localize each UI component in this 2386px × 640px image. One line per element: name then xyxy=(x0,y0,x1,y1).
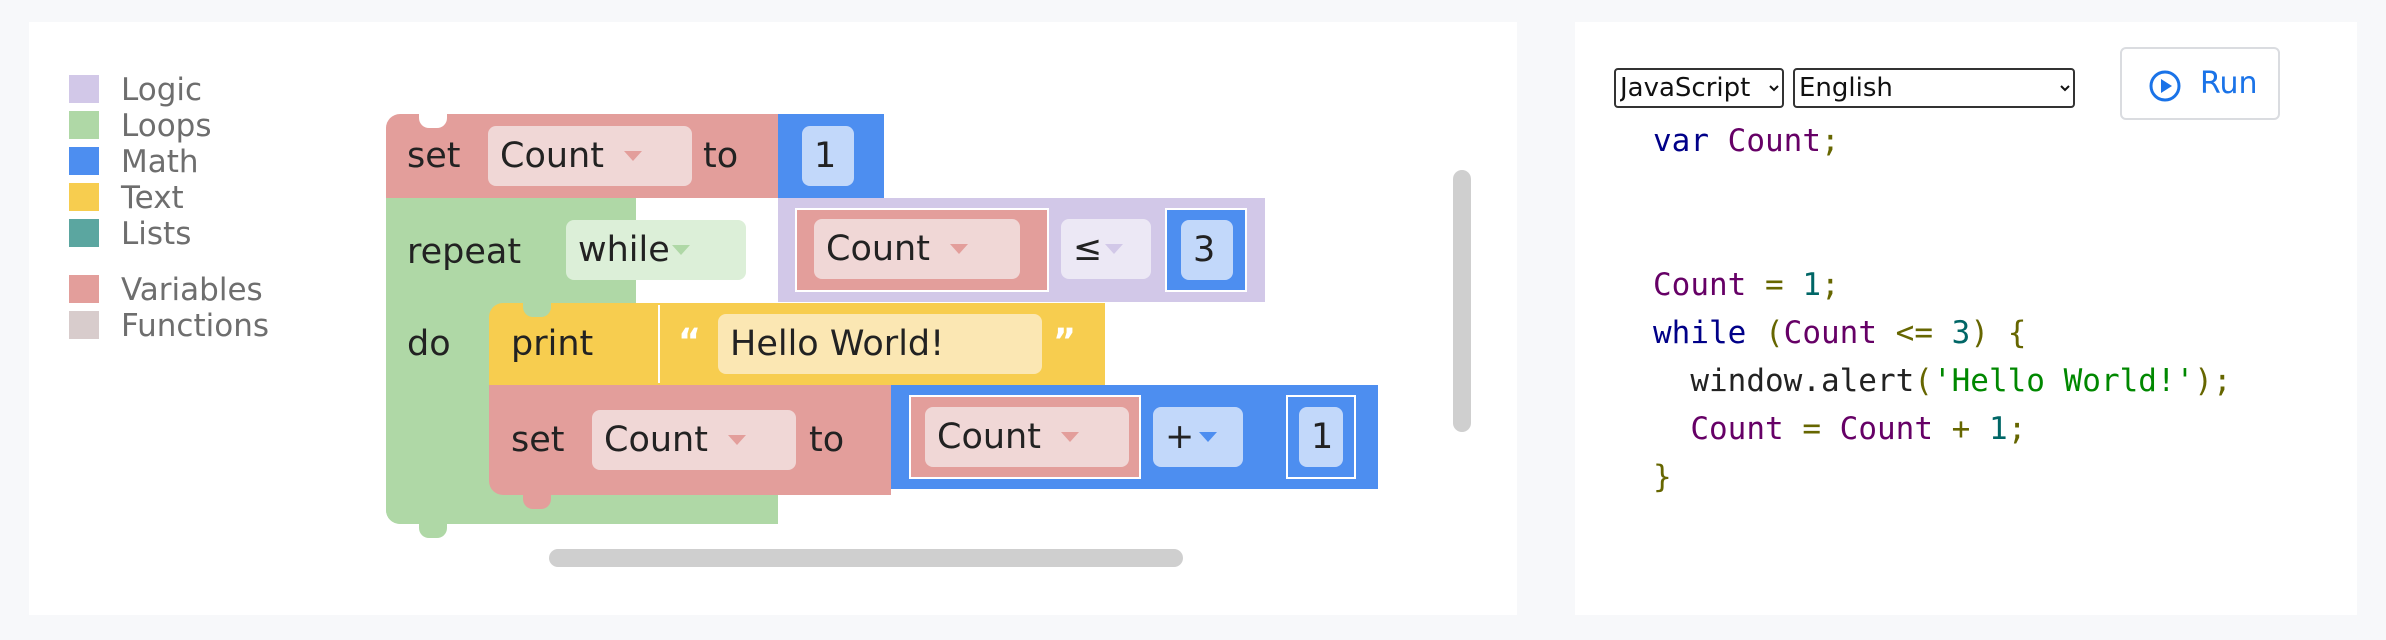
category-label: Loops xyxy=(121,108,212,144)
code-line: } xyxy=(1653,459,1672,495)
to-keyword: to xyxy=(703,136,739,176)
category-label: Functions xyxy=(121,308,270,344)
run-label: Run xyxy=(2200,66,2258,101)
loops-swatch xyxy=(69,111,99,139)
math-swatch xyxy=(69,147,99,175)
set2-bottom-notch xyxy=(523,495,551,509)
arithmetic-number-field[interactable]: 1 xyxy=(1299,407,1343,467)
number-value: 1 xyxy=(814,136,837,176)
open-quote-icon: “ xyxy=(678,322,702,362)
set-top-notch xyxy=(419,114,447,128)
print-keyword: print xyxy=(511,324,594,364)
code-line: window.alert('Hello World!'); xyxy=(1653,363,2232,399)
number-value: 1 xyxy=(1311,417,1334,457)
category-label: Variables xyxy=(121,272,263,308)
category-label: Text xyxy=(121,180,184,216)
repeat-mode-label: while xyxy=(578,230,670,270)
run-button[interactable]: Run xyxy=(2120,47,2280,120)
variable-label: Count xyxy=(604,420,708,460)
play-icon xyxy=(2149,70,2181,102)
horizontal-scrollbar[interactable] xyxy=(549,549,1183,567)
compare-number-field[interactable]: 3 xyxy=(1181,220,1233,280)
close-quote-icon: ” xyxy=(1053,322,1077,362)
code-line xyxy=(1653,165,2232,213)
chevron-down-icon xyxy=(672,245,690,255)
lists-swatch xyxy=(69,219,99,247)
code-line: var Count; xyxy=(1653,123,1840,159)
code-line xyxy=(1653,213,2232,261)
print-top-notch xyxy=(523,303,551,317)
variables-swatch xyxy=(69,275,99,303)
code-panel: JavaScript English Run var Count; Count … xyxy=(1575,22,2357,615)
category-label: Lists xyxy=(121,216,192,252)
code-line: Count = 1; xyxy=(1653,267,1840,303)
operator-label: + xyxy=(1165,417,1195,457)
number-value: 3 xyxy=(1193,230,1216,270)
text-block[interactable] xyxy=(658,305,660,383)
chevron-down-icon xyxy=(728,435,746,445)
do-keyword: do xyxy=(407,324,451,364)
locale-select[interactable]: English xyxy=(1793,68,2075,108)
operator-label: ≤ xyxy=(1073,229,1103,269)
to-keyword: to xyxy=(809,420,845,460)
language-select[interactable]: JavaScript xyxy=(1614,68,1784,108)
vertical-scrollbar[interactable] xyxy=(1453,170,1471,432)
variable-label: Count xyxy=(937,417,1041,457)
code-line: Count = Count + 1; xyxy=(1690,411,2027,447)
blockly-workspace[interactable]: Logic Loops Math Text Lists Variables Fu… xyxy=(29,22,1517,615)
set-keyword: set xyxy=(511,420,565,460)
text-swatch xyxy=(69,183,99,211)
set2-variable-dropdown[interactable]: Count xyxy=(592,410,796,470)
logic-swatch xyxy=(69,75,99,103)
chevron-down-icon xyxy=(1199,432,1217,442)
chevron-down-icon xyxy=(624,151,642,161)
repeat-keyword: repeat xyxy=(407,232,522,272)
arithmetic-operator-dropdown[interactable]: + xyxy=(1153,407,1243,467)
category-label: Math xyxy=(121,144,199,180)
chevron-down-icon xyxy=(1061,432,1079,442)
set-variable-dropdown[interactable]: Count xyxy=(488,126,692,186)
compare-variable-dropdown[interactable]: Count xyxy=(814,219,1020,279)
variable-label: Count xyxy=(826,229,930,269)
variable-label: Count xyxy=(500,136,604,176)
arithmetic-variable-dropdown[interactable]: Count xyxy=(925,407,1129,467)
repeat-mode-dropdown[interactable]: while xyxy=(566,220,746,280)
generated-code: var Count; Count = 1; while (Count <= 3) … xyxy=(1653,117,2232,501)
text-value-field[interactable]: Hello World! xyxy=(718,314,1042,374)
chevron-down-icon xyxy=(1105,244,1123,254)
repeat-bottom-notch xyxy=(419,524,447,538)
chevron-down-icon xyxy=(950,244,968,254)
text-value: Hello World! xyxy=(730,324,945,364)
code-line: while (Count <= 3) { xyxy=(1653,315,2027,351)
functions-swatch xyxy=(69,311,99,339)
compare-operator-dropdown[interactable]: ≤ xyxy=(1061,219,1151,279)
category-label: Logic xyxy=(121,72,203,108)
set-keyword: set xyxy=(407,136,461,176)
set-number-field[interactable]: 1 xyxy=(802,126,854,186)
